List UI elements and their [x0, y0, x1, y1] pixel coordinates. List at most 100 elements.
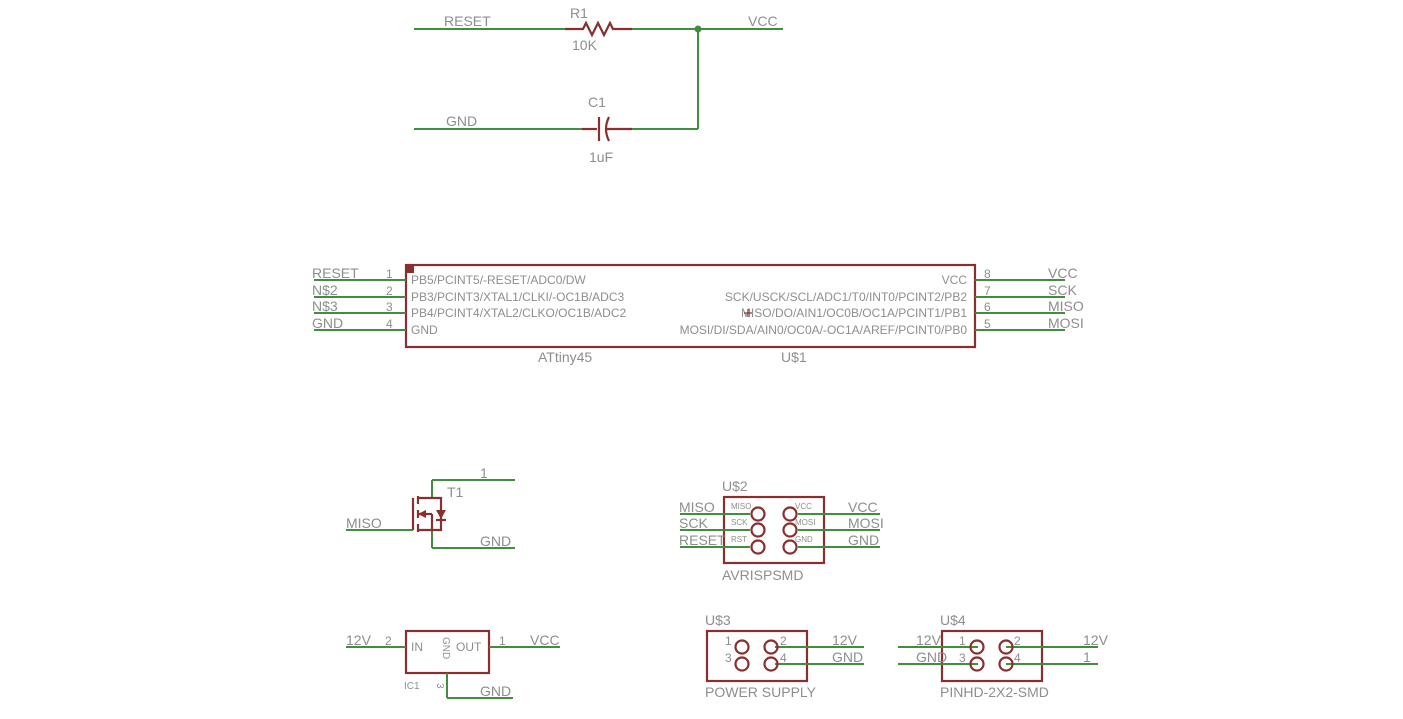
- body-arrow: [418, 510, 426, 518]
- net-label-right-2: MOSI: [848, 515, 884, 531]
- c1-name: C1: [588, 94, 606, 110]
- net-label-left-bottom: GND: [916, 649, 947, 665]
- pin-number-4: 4: [386, 317, 393, 331]
- net-label-left-1: RESET: [312, 265, 359, 281]
- pin-func-2: PB3/PCINT3/XTAL1/CLKI/-OC1B/ADC3: [411, 290, 625, 304]
- u4-name: PINHD-2X2-SMD: [940, 684, 1049, 700]
- mosfet-t1[interactable]: 1 MISO GND T1: [346, 465, 515, 549]
- avrisp-header-u2[interactable]: MISO SCK RST VCC MOSI GND MISO SCK RESET…: [679, 478, 884, 583]
- net-label-left-2: SCK: [679, 515, 708, 531]
- pin-number-out: 1: [499, 634, 506, 648]
- u3-ref: U$3: [705, 612, 731, 628]
- net-label-left-3: N$3: [312, 298, 338, 314]
- net-label-right-1: VCC: [848, 499, 878, 515]
- pin-func-8: VCC: [942, 273, 968, 287]
- net-label-vcc: VCC: [748, 13, 778, 29]
- net-label-in: 12V: [346, 632, 372, 648]
- pin-header-u4[interactable]: 1 2 3 4 12V GND 12V 1 U$4 PINHD-2X2-SMD: [898, 612, 1109, 700]
- net-label-left-4: GND: [312, 315, 343, 331]
- pad-1: [734, 639, 750, 655]
- ic1-ref: IC1: [404, 681, 420, 692]
- pin-func-7: SCK/USCK/SCL/ADC1/T0/INT0/PCINT2/PB2: [725, 290, 967, 304]
- net-label-right-bottom: GND: [832, 649, 863, 665]
- net-label-source: GND: [480, 533, 511, 549]
- u2-ref: U$2: [722, 478, 748, 494]
- u4-ref: U$4: [940, 612, 966, 628]
- pin-number-4: 4: [1014, 651, 1021, 665]
- pad-3: [734, 656, 750, 672]
- u2-name: AVRISPSMD: [722, 567, 803, 583]
- pin-label-gnd: GND: [440, 637, 451, 659]
- pin-label-in: IN: [411, 640, 423, 654]
- pin-func-4: GND: [411, 323, 438, 337]
- pad-2: [998, 639, 1014, 655]
- pad-1: [969, 639, 985, 655]
- resistor-r1[interactable]: R1 10K: [565, 5, 632, 53]
- pin-func-3: PB4/PCINT4/XTAL2/CLKO/OC1B/ADC2: [411, 306, 627, 320]
- net-label-left-1: MISO: [679, 499, 715, 515]
- pin-number-2: 2: [780, 634, 787, 648]
- pin-number-1: 1: [959, 634, 966, 648]
- pin-label-right-3: GND: [795, 535, 813, 544]
- diode-arrow: [436, 510, 446, 519]
- pin-number-3: 3: [959, 651, 966, 665]
- pin-label-right-2: MOSI: [795, 518, 815, 527]
- pin-func-1: PB5/PCINT5/-RESET/ADC0/DW: [411, 273, 586, 287]
- net-label-out: VCC: [530, 632, 560, 648]
- pad-miso: [750, 506, 766, 522]
- pin-number-8: 8: [984, 267, 991, 281]
- header-body: [940, 629, 1044, 683]
- pin-number-4: 4: [780, 651, 787, 665]
- r1-name: R1: [570, 5, 588, 21]
- c1-value: 1uF: [589, 149, 613, 165]
- pin-number-2: 2: [386, 284, 393, 298]
- pin-label-left-3: RST: [731, 535, 747, 544]
- net-label-gate: MISO: [346, 515, 382, 531]
- pad-vcc: [782, 506, 798, 522]
- pin-number-6: 6: [984, 300, 991, 314]
- pin1-marker: [406, 265, 414, 273]
- pin-func-6: MISO/DO/AIN1/OC0B/OC1A/PCINT1/PB1: [741, 306, 967, 320]
- pin-number-3: 3: [725, 651, 732, 665]
- net-label-gnd: GND: [480, 683, 511, 699]
- pin-label-left-2: SCK: [731, 518, 748, 527]
- pad-4: [998, 656, 1014, 672]
- ic-ref: U$1: [781, 349, 807, 365]
- pad-gnd: [782, 539, 798, 555]
- pin-number-1: 1: [386, 267, 393, 281]
- net-label-right-6: MISO: [1048, 298, 1084, 314]
- net-label-right-3: GND: [848, 532, 879, 548]
- pin-label-left-1: MISO: [731, 502, 751, 511]
- net-label-right-bottom: 1: [1083, 649, 1091, 665]
- net-label-right-top: 12V: [832, 632, 858, 648]
- pin-number-5: 5: [984, 317, 991, 331]
- pin-number-in: 2: [385, 634, 392, 648]
- pin-number-2: 2: [1014, 634, 1021, 648]
- pin-number-7: 7: [984, 284, 991, 298]
- net-label-right-7: SCK: [1048, 282, 1077, 298]
- net-label-reset: RESET: [444, 13, 491, 29]
- attiny45-u1[interactable]: RESET N$2 N$3 GND 1 2 3 4 PB5/PCINT5/-RE…: [312, 263, 1084, 365]
- pad-sck: [750, 522, 766, 538]
- net-label-left-2: N$2: [312, 282, 338, 298]
- net-label-left-3: RESET: [679, 532, 726, 548]
- capacitor-c1[interactable]: C1 1uF: [582, 94, 632, 165]
- reset-circuit: RESET R1 10K VCC GND C1 1uF: [414, 5, 783, 165]
- pad-3: [969, 656, 985, 672]
- pin-number-gnd: 3: [434, 683, 445, 689]
- net-label-gnd: GND: [446, 113, 477, 129]
- net-label-left-top: 12V: [916, 632, 942, 648]
- pad-rst: [750, 539, 766, 555]
- t1-name: T1: [447, 484, 464, 500]
- pad-mosi: [782, 522, 798, 538]
- pin-func-5: MOSI/DI/SDA/AIN0/OC0A/-OC1A/AREF/PCINT0/…: [680, 323, 968, 337]
- power-header-u3[interactable]: 1 2 3 4 12V GND U$3 POWER SUPPLY: [705, 612, 864, 700]
- ic-name: ATtiny45: [538, 349, 592, 365]
- pad-2: [763, 639, 779, 655]
- net-label-drain: 1: [480, 465, 488, 481]
- pin-number-1: 1: [725, 634, 732, 648]
- header-body: [705, 629, 809, 683]
- regulator-ic1[interactable]: 12V 2 IN OUT 1 VCC GND 3 GND IC1: [346, 629, 560, 699]
- resistor-symbol: [565, 20, 632, 38]
